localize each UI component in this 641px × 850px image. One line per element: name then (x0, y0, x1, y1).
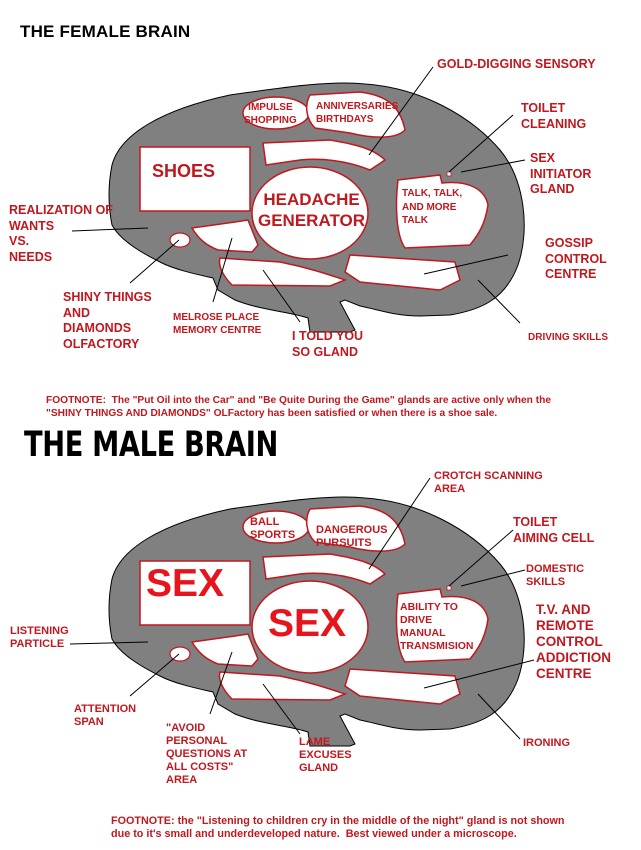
male-footnote: FOOTNOTE: the "Listening to children cry… (111, 815, 565, 840)
label-melrose: MELROSE PLACE MEMORY CENTRE (173, 312, 262, 336)
leader-line (129, 653, 180, 697)
label-driving: DRIVING SKILLS (528, 332, 609, 343)
label-told-you: I TOLD YOU SO GLAND (292, 329, 364, 359)
leader-line (368, 66, 434, 156)
female-footnote: FOOTNOTE: The "Put Oil into the Car" and… (46, 395, 551, 419)
region-upper (305, 91, 406, 138)
region-band (262, 553, 387, 585)
label-toilet-aiming: TOILET AIMING CELL (513, 515, 595, 545)
leader-line (129, 239, 180, 284)
leader-line (423, 254, 509, 275)
region-lower-right (344, 254, 461, 291)
label-lame-excuses: LAME EXCUSES GLAND (299, 736, 352, 774)
male-brain-diagram (69, 477, 535, 747)
region-circle (251, 166, 369, 260)
leader-line (262, 269, 301, 323)
leader-line (477, 693, 521, 740)
region-lower-right (344, 668, 461, 705)
leader-line (423, 659, 535, 689)
female-brain-diagram (71, 66, 526, 333)
leader-line (209, 651, 233, 715)
region-lower-left (190, 633, 259, 667)
female-brain-title: THE FEMALE BRAIN (20, 22, 191, 41)
region-right (395, 588, 489, 663)
male-brain-title: THE MALE BRAIN (24, 425, 278, 465)
label-avoid-questions: "AVOID PERSONAL QUESTIONS AT ALL COSTS" … (166, 722, 248, 786)
leader-line (448, 114, 514, 173)
label-sex-initiator: SEX INITIATOR GLAND (530, 151, 592, 196)
leader-line (69, 641, 149, 645)
region-sex-box: SEX (146, 562, 225, 605)
region-box (139, 146, 251, 212)
label-gossip: GOSSIP CONTROL CENTRE (545, 236, 607, 281)
leader-line (460, 159, 526, 173)
label-listening-particle: LISTENING PARTICLE (10, 625, 69, 650)
region-band (262, 139, 387, 171)
region-upper (305, 505, 406, 552)
label-domestic-skills: DOMESTIC SKILLS (526, 563, 585, 588)
region-ability-to-drive: ABILITY TO DRIVE MANUAL TRANSMISION (400, 601, 474, 652)
leader-line (212, 237, 233, 303)
leader-line (460, 569, 526, 587)
label-toilet-cleaning: TOILET CLEANING (521, 101, 587, 131)
region-ball-sports: BALL SPORTS (250, 516, 296, 541)
leader-line (448, 529, 514, 587)
region-headache-generator: HEADACHE GENERATOR (258, 190, 366, 230)
region-shoes: SHOES (152, 161, 216, 181)
label-ironing: IRONING (523, 737, 571, 749)
leader-line (477, 279, 521, 324)
region-lower-mid (218, 257, 348, 287)
leader-line (368, 477, 431, 570)
region-sex-circle: SEX (268, 602, 347, 645)
label-gold-digging: GOLD-DIGGING SENSORY (437, 57, 596, 71)
region-anniversaries: ANNIVERSARIES BIRTHDAYS (316, 101, 399, 125)
region-lower-mid (218, 671, 348, 701)
label-crotch-scanning: CROTCH SCANNING AREA (434, 470, 543, 495)
label-realization: REALIZATION OF WANTS VS. NEEDS (9, 203, 113, 264)
leader-line (71, 227, 149, 232)
region-impulse-shopping: IMPULSE SHOPPING (244, 102, 297, 126)
label-tv-remote: T.V. AND REMOTE CONTROL ADDICTION CENTRE (536, 602, 611, 681)
region-dangerous-pursuits: DANGEROUS PURSUITS (316, 524, 388, 549)
leader-line (262, 683, 301, 735)
label-attention-span: ATTENTION SPAN (74, 703, 137, 728)
label-shiny-things: SHINY THINGS AND DIAMONDS OLFACTORY (63, 290, 152, 351)
region-circle (251, 580, 369, 674)
region-tiny-gland (446, 585, 452, 591)
region-box (139, 560, 251, 626)
region-lower-left (190, 219, 259, 253)
region-right (395, 174, 489, 249)
region-tiny-gland (446, 171, 452, 177)
region-talk: TALK, TALK, AND MORE TALK (402, 188, 463, 226)
